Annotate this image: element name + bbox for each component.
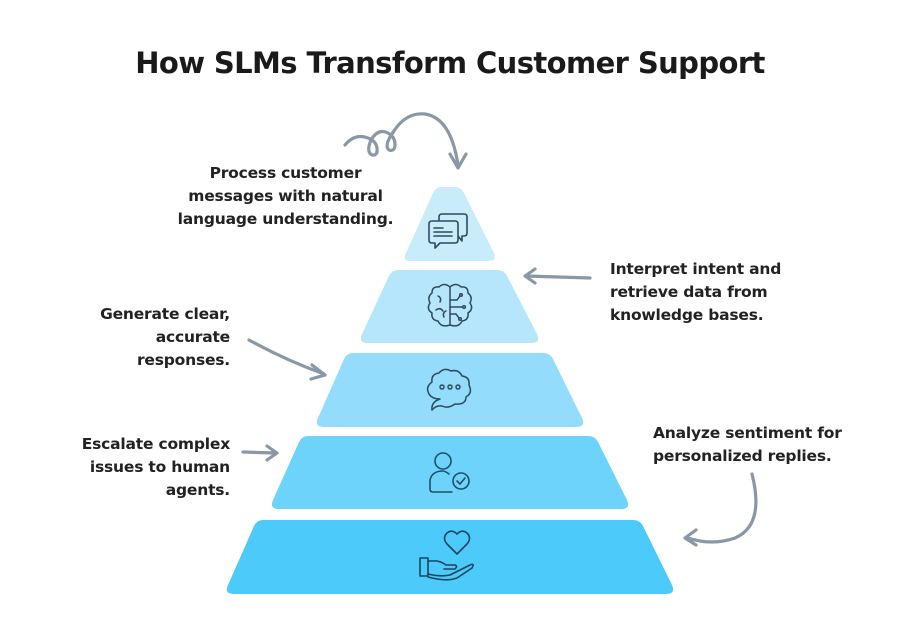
label-line: knowledge bases. <box>610 306 764 324</box>
label-analyze: Analyze sentiment for personalized repli… <box>653 422 873 468</box>
curly-arrow-to-tier-1 <box>343 112 460 167</box>
label-line: accurate <box>155 328 230 346</box>
label-line: messages with natural <box>188 187 383 205</box>
pyramid-tier-4 <box>271 436 629 509</box>
label-interpret: Interpret intent and retrieve data from … <box>610 258 810 327</box>
label-line: Escalate complex <box>81 435 230 453</box>
brain-circuit-icon <box>427 283 473 327</box>
label-line: Process customer <box>209 164 362 182</box>
chat-bubbles-icon <box>428 213 468 249</box>
arrow-head-tier-3 <box>309 363 327 381</box>
arrow-head-tier-4 <box>265 444 279 462</box>
user-check-icon <box>429 452 470 493</box>
label-line: retrieve data from <box>610 283 768 301</box>
label-generate: Generate clear, accurate responses. <box>60 303 230 372</box>
arrow-to-tier-3 <box>247 338 326 376</box>
label-line: agents. <box>165 481 230 499</box>
thought-bubble-icon <box>426 368 472 411</box>
label-line: responses. <box>136 351 230 369</box>
pyramid-tier-3 <box>316 353 584 427</box>
label-line: issues to human <box>89 458 230 476</box>
label-process: Process customer messages with natural l… <box>168 162 403 231</box>
pyramid-tier-5 <box>226 520 674 594</box>
label-line: language understanding. <box>177 210 394 228</box>
label-escalate: Escalate complex issues to human agents. <box>40 433 230 502</box>
arrow-to-tier-2 <box>524 274 592 280</box>
label-line: Generate clear, <box>100 305 230 323</box>
curved-arrow-head <box>683 528 698 547</box>
label-line: Interpret intent and <box>610 260 782 278</box>
label-line: Analyze sentiment for <box>653 424 842 442</box>
arrow-to-tier-4 <box>241 450 277 455</box>
hand-heart-icon <box>419 530 474 581</box>
page-title: How SLMs Transform Customer Support <box>135 46 765 80</box>
arrow-head-tier-2 <box>523 267 537 285</box>
label-line: personalized replies. <box>653 447 832 465</box>
curved-arrow-to-tier-5 <box>686 472 758 544</box>
curly-arrow-head <box>448 152 468 170</box>
